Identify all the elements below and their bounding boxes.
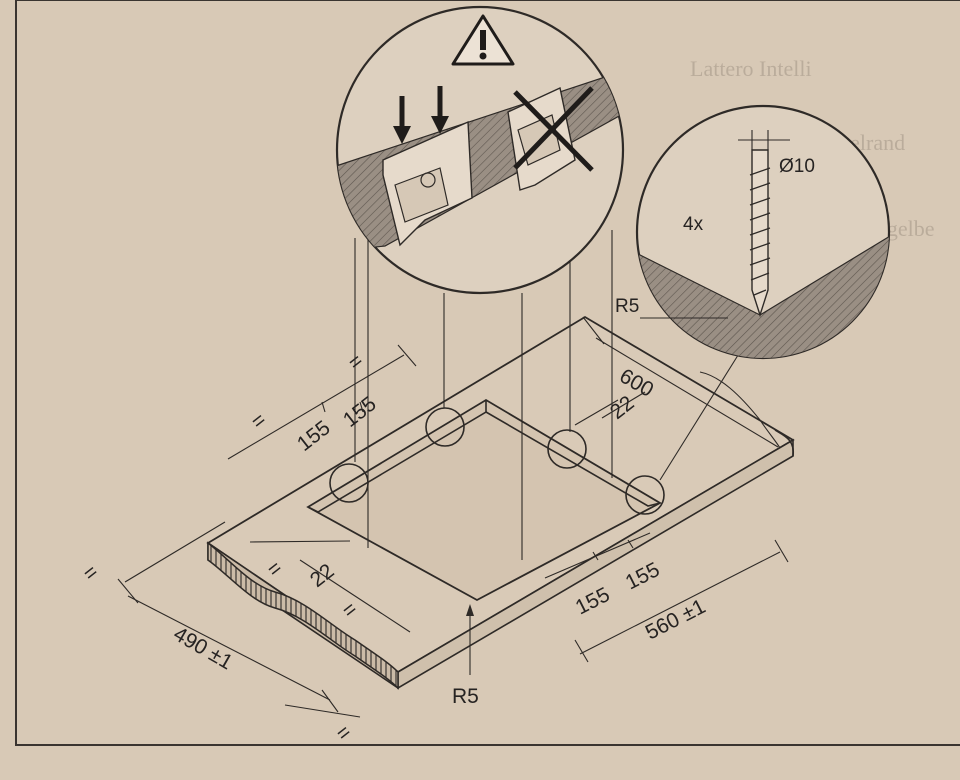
down-arrow-icon (431, 86, 449, 134)
dimension-lines (117, 316, 789, 718)
dim-490-label: 490 ±1 (170, 622, 237, 674)
dim-155-bottom-a-label: 155 (572, 583, 614, 619)
bracket-detail-circle (335, 5, 625, 295)
countertop-break-section (207, 541, 399, 690)
cross-out-icon (513, 86, 594, 172)
bracket-circle (547, 429, 587, 469)
warning-triangle-icon (451, 14, 515, 66)
equal-mark: = (344, 349, 368, 375)
equal-mark: = (79, 560, 103, 586)
screw-diameter-label: Ø10 (779, 156, 815, 177)
screw-count-label: 4x (683, 214, 704, 235)
dim-155-top-a-label: 155 (293, 416, 335, 456)
screw-detail-circle: Ø10 4x (635, 104, 891, 360)
dim-560-label: 560 ±1 (642, 595, 710, 645)
corner-radius-label: R5 (452, 685, 479, 708)
svg-text:Lattero Intelli: Lattero Intelli (690, 56, 812, 81)
equal-mark: = (332, 720, 356, 746)
dim-155-top-b-label: 155 (339, 392, 381, 432)
bracket-positions (329, 407, 665, 515)
bracket-circle (425, 407, 465, 447)
page-frame (15, 0, 960, 746)
down-arrow-icon (393, 96, 411, 144)
projection-lines (354, 215, 613, 560)
screw-radius-label: R5 (615, 296, 639, 317)
equal-mark: = (247, 408, 271, 434)
bracket-circle (625, 475, 665, 515)
dim-155-bottom-b-label: 155 (622, 558, 664, 594)
hob-cutout (306, 398, 662, 602)
